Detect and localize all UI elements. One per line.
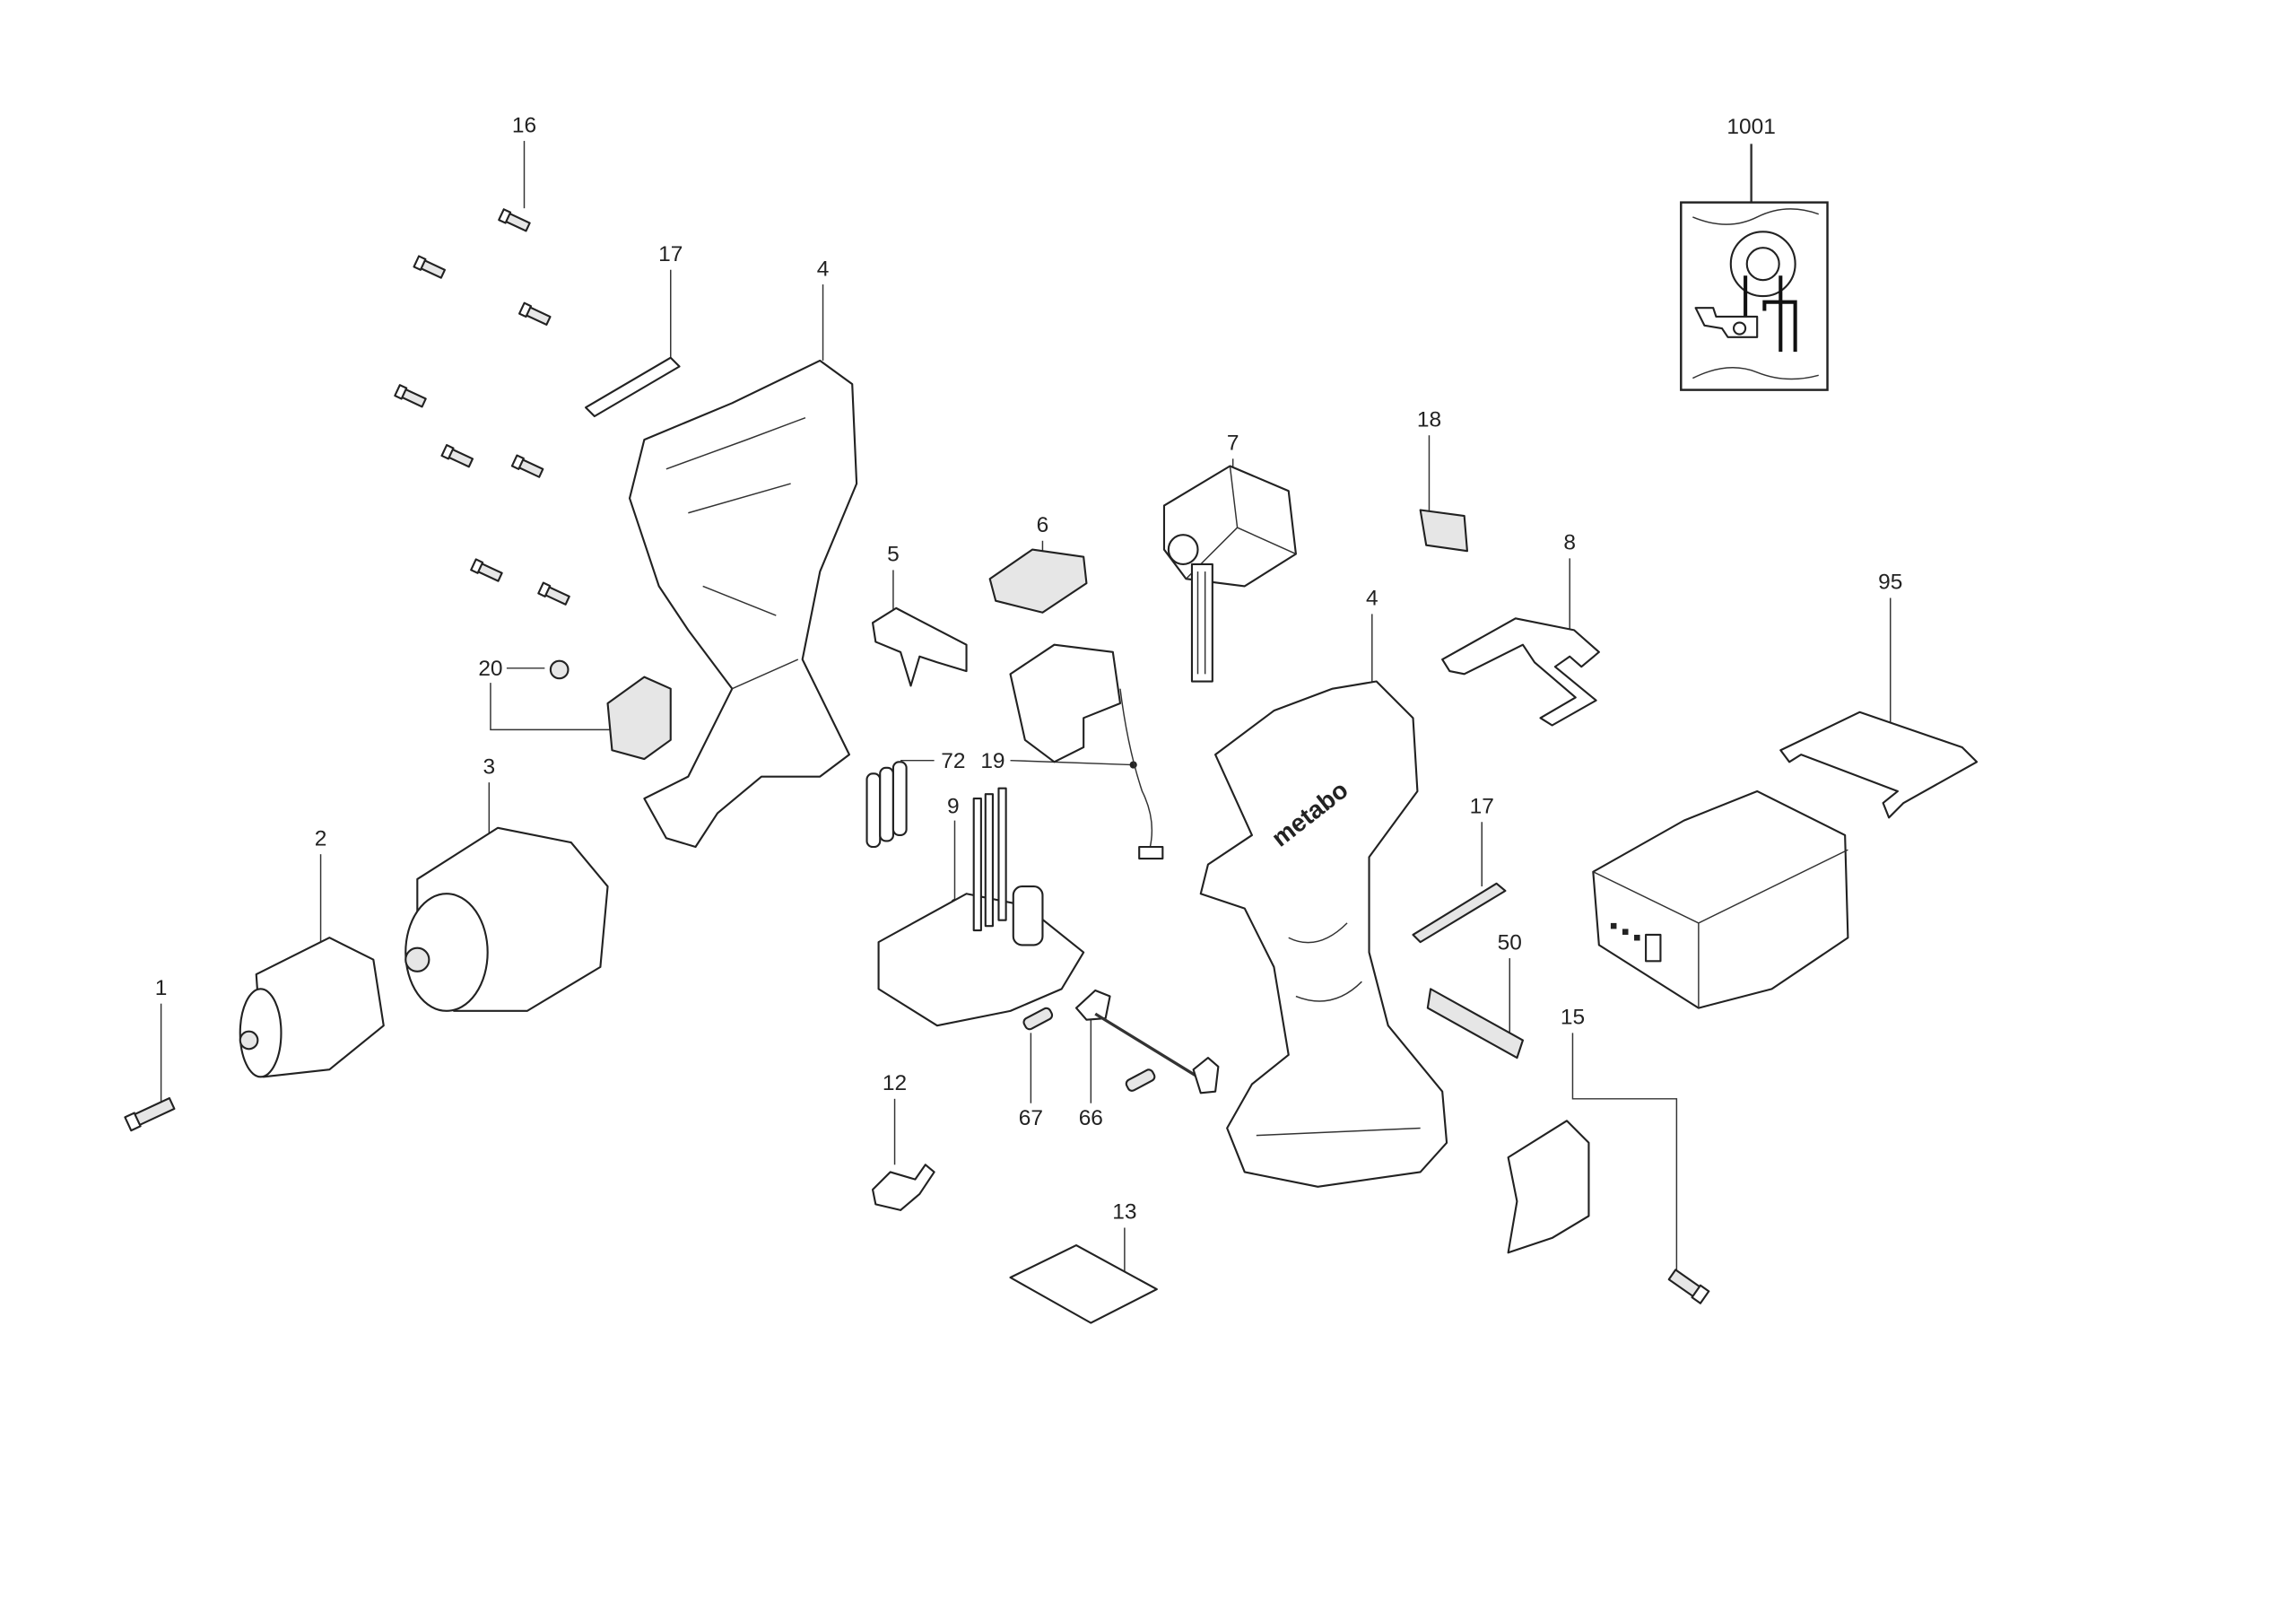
callout-label: 72 xyxy=(941,749,965,773)
housing-half-right xyxy=(1199,680,1448,1188)
button-5 xyxy=(872,606,968,687)
callout-label: 17 xyxy=(658,242,683,266)
callout-9[interactable]: 9 xyxy=(947,794,960,907)
label-strip-17 xyxy=(585,356,681,418)
callout-label: 16 xyxy=(512,113,536,137)
callout-label: 3 xyxy=(483,754,496,779)
label-strip-50 xyxy=(1426,988,1525,1060)
gearbox-3 xyxy=(404,826,609,1012)
screw-1 xyxy=(124,1097,176,1132)
housing-half-left xyxy=(628,359,858,849)
callout-label: 8 xyxy=(1563,531,1576,555)
callout-label: 9 xyxy=(947,794,960,818)
callout-label: 12 xyxy=(883,1071,907,1095)
chuck-2 xyxy=(239,937,385,1078)
callout-66[interactable]: 66 xyxy=(1079,1018,1103,1130)
callout-label: 95 xyxy=(1878,571,1902,595)
callout-label: 4 xyxy=(817,257,830,281)
callout-label: 20 xyxy=(478,657,502,681)
callout-label: 1001 xyxy=(1726,115,1775,139)
motor-7 xyxy=(1162,465,1297,683)
callout-20[interactable]: 20 xyxy=(478,657,613,731)
lever-66 xyxy=(1074,989,1220,1094)
manual-sheet-13 xyxy=(1009,1244,1158,1324)
screw-15 xyxy=(1667,1269,1710,1304)
callout-label: 67 xyxy=(1019,1106,1043,1130)
callout-label: 6 xyxy=(1037,513,1049,537)
pin-20 xyxy=(549,659,570,680)
callout-15[interactable]: 15 xyxy=(1561,1006,1678,1275)
callout-19[interactable]: 19 xyxy=(980,749,1137,773)
callout-label: 1 xyxy=(155,976,168,1000)
capacitors-72 xyxy=(865,761,908,849)
callout-50[interactable]: 50 xyxy=(1498,930,1522,1033)
battery-pack xyxy=(1592,789,1849,1009)
callout-label: 13 xyxy=(1112,1200,1136,1225)
callout-label: 18 xyxy=(1417,407,1441,432)
callout-1001[interactable]: 1001 xyxy=(1726,115,1776,203)
callout-4-left[interactable]: 4 xyxy=(817,257,830,361)
callout-16[interactable]: 16 xyxy=(512,113,536,209)
callout-label: 7 xyxy=(1227,432,1239,456)
callout-18[interactable]: 18 xyxy=(1417,407,1441,520)
switch-slider-6 xyxy=(988,548,1088,614)
callout-72[interactable]: 72 xyxy=(900,749,965,773)
label-plate-18 xyxy=(1419,509,1468,553)
callout-label: 4 xyxy=(1366,587,1378,611)
callout-label: 2 xyxy=(315,826,327,850)
electronics-board-9 xyxy=(877,787,1085,1027)
callout-1[interactable]: 1 xyxy=(155,976,168,1103)
callout-67[interactable]: 67 xyxy=(1019,1033,1043,1130)
callout-label: 15 xyxy=(1561,1006,1585,1030)
callout-label: 19 xyxy=(980,749,1004,773)
callout-label: 66 xyxy=(1079,1106,1103,1130)
label-strip-17b xyxy=(1412,882,1507,944)
trigger-switch-19 xyxy=(1009,643,1164,860)
callout-6[interactable]: 6 xyxy=(1037,513,1049,554)
screw-set-16 xyxy=(394,208,570,606)
callout-95[interactable]: 95 xyxy=(1878,571,1902,740)
belt-hook-15 xyxy=(1507,1120,1590,1254)
bracket-8 xyxy=(1441,617,1600,727)
callout-12[interactable]: 12 xyxy=(883,1071,907,1165)
led-12 xyxy=(872,1164,935,1211)
callout-label: 5 xyxy=(887,543,900,567)
callout-17-right[interactable]: 17 xyxy=(1470,794,1494,887)
callout-label: 50 xyxy=(1498,930,1522,955)
clutch-ring-20 xyxy=(606,676,672,761)
callout-label: 17 xyxy=(1470,794,1494,818)
spring-67 xyxy=(1022,1007,1156,1092)
battery-cover-95 xyxy=(1779,711,1979,819)
callout-17-top[interactable]: 17 xyxy=(658,242,683,361)
wiring-diagram-inset xyxy=(1680,201,1829,391)
